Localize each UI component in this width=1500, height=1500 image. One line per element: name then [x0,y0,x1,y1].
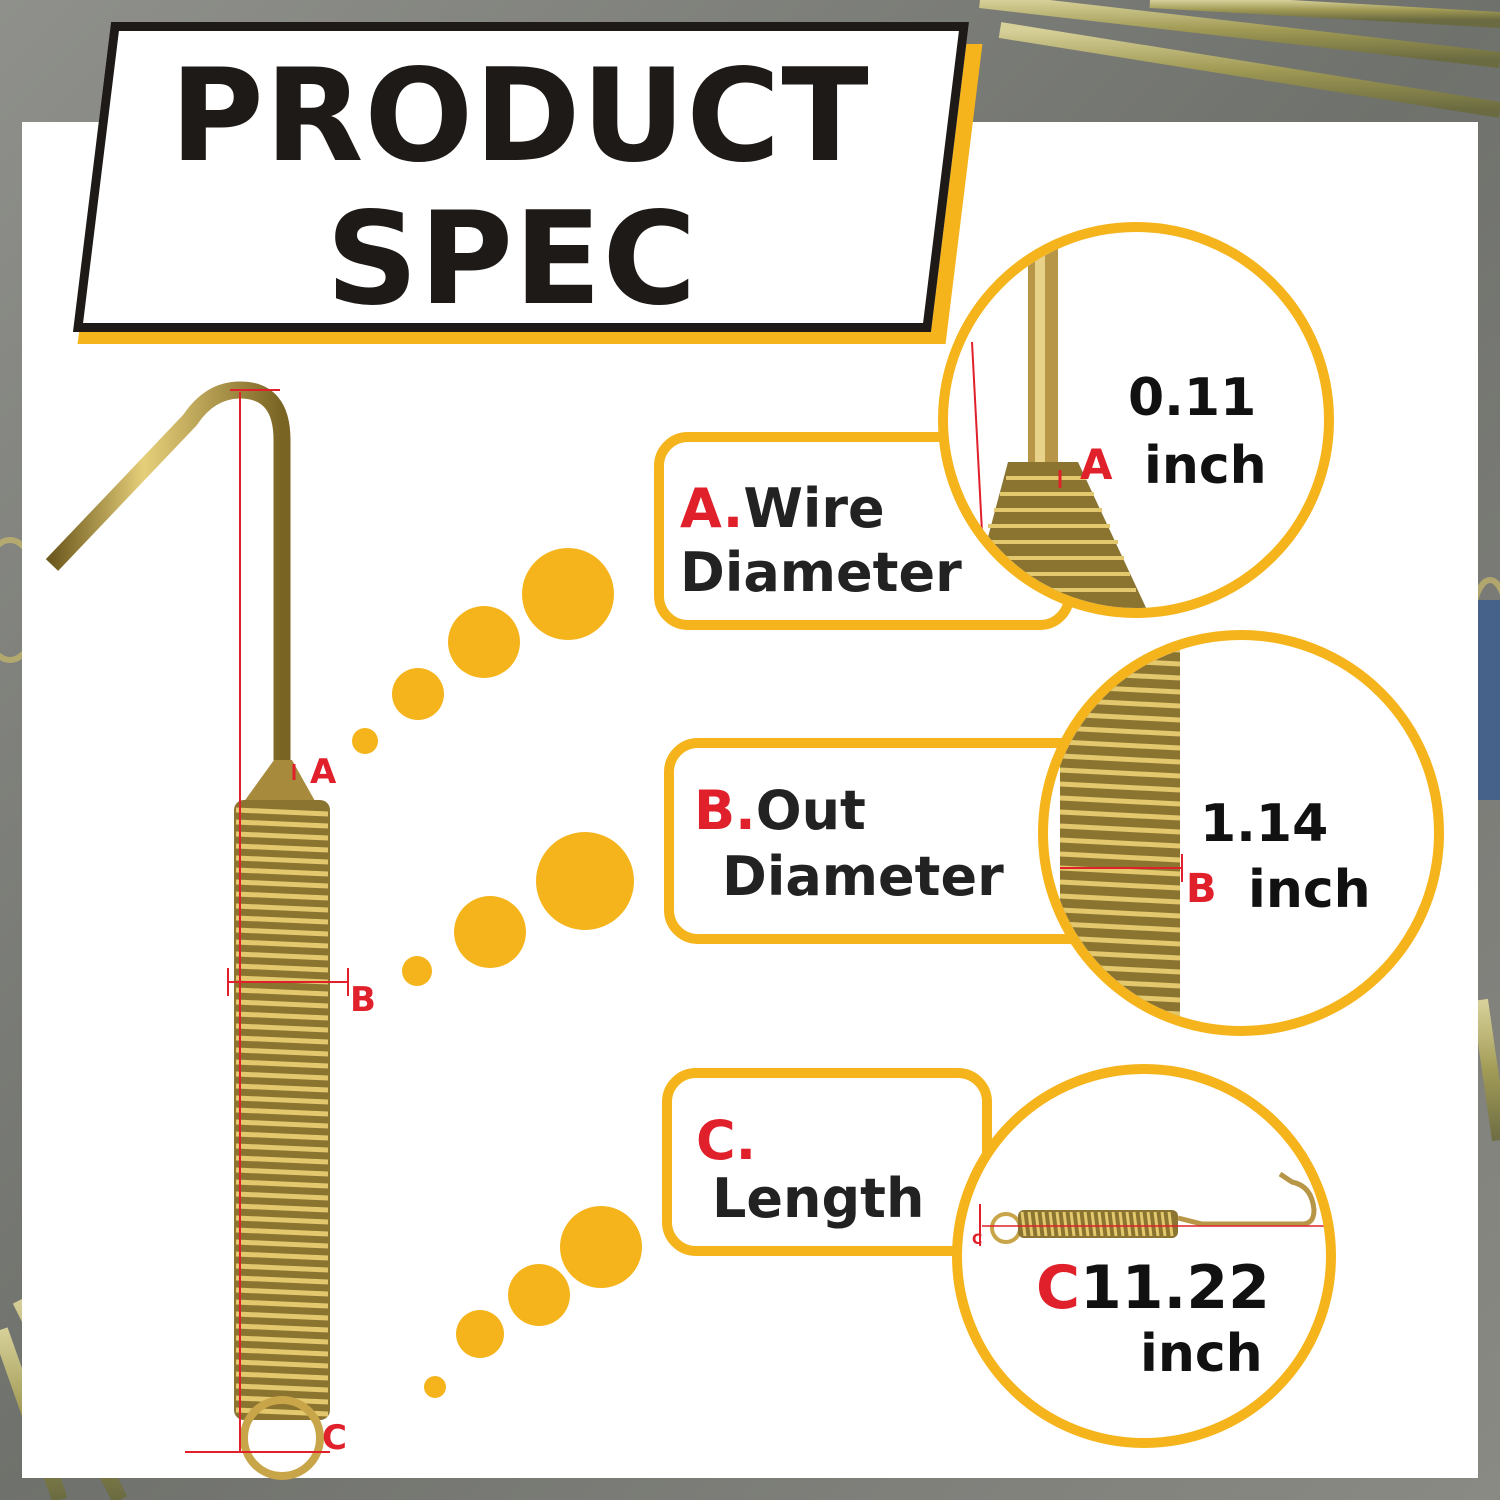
marker-b: B [350,980,376,1020]
connector-dot [456,1310,504,1358]
spec-label-diameter: Diameter [680,541,962,604]
spec-label-line1: Wire [743,477,885,540]
connector-dot [352,728,378,754]
title-line-1: PRODUCT [170,42,870,191]
spec-label-length: Length [712,1167,925,1230]
spec-letter: A. [680,477,744,540]
connector-dot [508,1264,570,1326]
spec-value-length: C11.22 [1036,1258,1270,1318]
detail-circle-out [1038,630,1444,1036]
detail-circle-wire [938,222,1334,618]
spec-value-length-number: 11.22 [1080,1253,1270,1323]
connector-dot [560,1206,642,1288]
spec-letter: C. [696,1109,757,1172]
spec-label-out: B.Out [694,780,866,842]
spec-value-wire: 0.11 [1128,368,1257,428]
spec-value-out: 1.14 [1200,794,1329,854]
detail-marker-c-small: C [972,1232,983,1248]
spec-label-line1: Out [755,779,866,842]
detail-marker-a: A [1080,440,1113,489]
spring-hook-image [45,381,349,1480]
connector-dot [522,548,614,640]
spec-letter: B. [694,779,756,842]
connector-dot [448,606,520,678]
connector-dot [536,832,634,930]
marker-c: C [322,1418,347,1458]
title-line-2: SPEC [326,185,698,334]
detail-marker-b: B [1186,866,1217,912]
marker-a: A [310,752,337,792]
connector-dot [392,668,444,720]
spec-label-wire: A.Wire [680,478,885,540]
detail-circle-length [952,1064,1336,1448]
spec-unit-out: inch [1248,860,1371,920]
spec-unit-length: inch [1140,1324,1263,1384]
spec-label-diameter-b: Diameter [722,845,1004,908]
connector-dot [424,1376,446,1398]
connector-dot [454,896,526,968]
spec-unit-wire: inch [1144,436,1267,496]
connector-dot [402,956,432,986]
detail-marker-c: C [1036,1253,1081,1323]
spec-letter-c-label: C. [696,1110,756,1172]
